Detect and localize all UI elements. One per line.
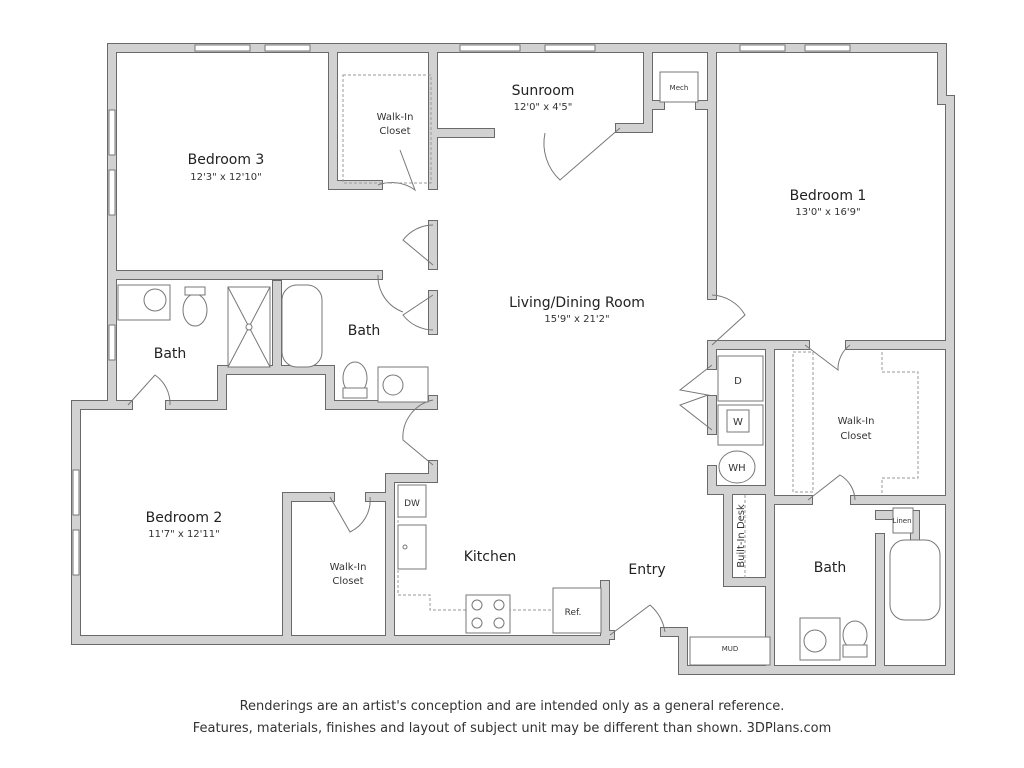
bath-left-label: Bath — [154, 346, 187, 362]
closet2-label1: Walk-In — [330, 562, 367, 573]
room-bedroom1-dims: 13'0" x 16'9" — [795, 207, 860, 218]
refrigerator-label: Ref. — [565, 608, 582, 618]
kitchen-label: Kitchen — [464, 549, 517, 565]
doors — [127, 127, 856, 636]
room-sunroom-name: Sunroom — [512, 83, 575, 99]
entry-label: Entry — [628, 562, 665, 578]
closet2-label2: Closet — [332, 576, 363, 587]
room-living-dims: 15'9" x 21'2" — [544, 314, 609, 325]
dryer-label: D — [734, 376, 742, 387]
water-heater-label: WH — [728, 463, 745, 474]
mud-label: MUD — [722, 645, 739, 653]
walls — [71, 43, 955, 675]
closet1-label2: Closet — [840, 431, 871, 442]
closet3-label2: Closet — [379, 126, 410, 137]
room-bedroom3-dims: 12'3" x 12'10" — [190, 172, 262, 183]
disclaimer-line2: Features, materials, finishes and layout… — [192, 721, 832, 736]
room-bedroom2-name: Bedroom 2 — [146, 510, 223, 526]
windows — [72, 44, 851, 576]
bath-mid-label: Bath — [348, 323, 381, 339]
room-bedroom2-dims: 11'7" x 12'11" — [148, 529, 220, 540]
room-bedroom3-name: Bedroom 3 — [188, 152, 265, 168]
room-sunroom-dims: 12'0" x 4'5" — [514, 102, 573, 113]
fixtures — [117, 71, 941, 666]
bath-right-label: Bath — [814, 560, 847, 576]
room-living-name: Living/Dining Room — [509, 295, 645, 311]
closet3-label1: Walk-In — [377, 112, 414, 123]
disclaimer-line1: Renderings are an artist's conception an… — [239, 699, 785, 714]
dishwasher-label: DW — [404, 499, 420, 509]
room-bedroom1-name: Bedroom 1 — [790, 188, 867, 204]
linen-label: Linen — [892, 517, 911, 525]
washer-label: W — [733, 417, 743, 428]
mech-unit — [659, 71, 699, 103]
room-labels: Bedroom 3 12'3" x 12'10" Sunroom 12'0" x… — [146, 83, 912, 653]
mech-label: Mech — [670, 84, 689, 92]
closet1-label1: Walk-In — [838, 416, 875, 427]
desk-label: Built-In Desk — [736, 504, 747, 568]
